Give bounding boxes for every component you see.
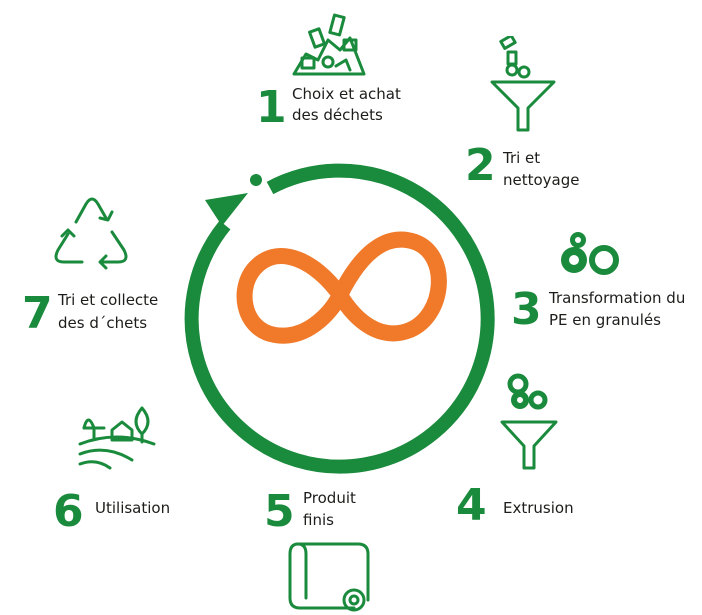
step-2-label-line1: Tri et bbox=[503, 149, 541, 167]
step-7-number: 7 bbox=[22, 288, 53, 339]
step-5-number: 5 bbox=[264, 486, 295, 537]
step-1-label-line2: des déchets bbox=[292, 106, 383, 124]
step-4-label-line1: Extrusion bbox=[503, 499, 574, 517]
step-4-number: 4 bbox=[456, 480, 487, 531]
step-3-number: 3 bbox=[511, 284, 542, 335]
waste-pile-icon bbox=[292, 13, 366, 76]
step-2-number: 2 bbox=[465, 140, 496, 191]
funnel-sorting-icon bbox=[490, 36, 556, 132]
step-7-label-line2: des d´chets bbox=[58, 314, 148, 332]
step-5-label-line1: Produit bbox=[303, 489, 356, 507]
pellets-icon bbox=[561, 232, 619, 275]
step-7-label-line1: Tri et collecte bbox=[58, 291, 159, 309]
film-roll-icon bbox=[288, 542, 370, 612]
step-1-label-line1: Choix et achat bbox=[292, 85, 401, 103]
infinity-icon bbox=[236, 231, 447, 344]
step-6-number: 6 bbox=[53, 486, 84, 537]
circular-arrow-icon bbox=[184, 163, 495, 474]
farm-field-icon bbox=[78, 406, 156, 470]
step-2-label-line2: nettoyage bbox=[503, 171, 580, 189]
step-5-label-line2: finis bbox=[303, 511, 334, 529]
recycle-icon bbox=[54, 197, 128, 270]
step-1-number: 1 bbox=[256, 82, 287, 133]
step-3-label-line2: PE en granulés bbox=[549, 311, 661, 329]
funnel-pellets-icon bbox=[500, 373, 558, 470]
step-3-label-line1: Transformation du bbox=[549, 289, 686, 307]
step-6-label-line1: Utilisation bbox=[95, 499, 171, 517]
